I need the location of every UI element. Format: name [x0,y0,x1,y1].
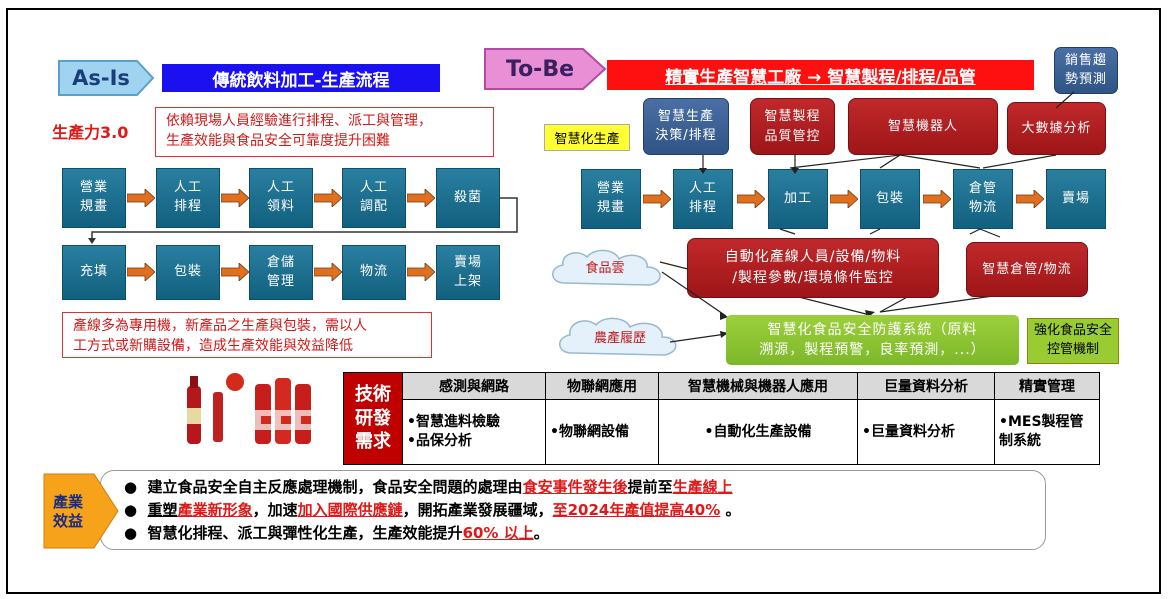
cloud-icon [552,249,661,286]
asis-label: As-Is [72,66,130,90]
arrow-icon [1016,190,1044,208]
benefit-line-3: ● 智慧化排程、派工與彈性化生產，生產效能提升60% 以上。 [124,524,549,542]
benefit-arrow [43,473,119,549]
asis-note-bottom: 產線多為專用機，新產品之生產與包裝，需以人 工方式或新購設備，造成生產效能與效益… [62,312,432,358]
bullet-icon: ● [124,524,148,542]
tech-header: 智慧機械與機器人應用 [658,372,858,400]
tech-header: 感測與網路 [402,372,546,400]
benefit-line-2: ● 重塑產業新形象，加速加入國際供應鏈，開拓產業發展疆域，至2024年產值提高4… [124,501,741,519]
benefit-line-1: ● 建立食品安全自主反應處理機制，食品安全問題的處理由食安事件發生後提前至生產線… [124,478,733,496]
arrow-icon [221,189,249,207]
tobe-arrow-label [484,48,607,90]
arrow-icon [737,190,765,208]
tobe-title: 精實生產智慧工廠 → 智慧製程/排程/品管 [607,60,1034,90]
asis-step-business-plan: 營業 規畫 [62,168,126,228]
arrow-icon [830,190,858,208]
asis-note-top: 依賴現場人員經驗進行排程、派工與管理， 生產效能與食品安全可靠度提升困難 [155,107,494,157]
smart-production-label: 智慧化生產 [544,124,630,151]
arrow-icon [314,263,342,281]
smart-quality-box: 智慧製程 品質管控 [750,98,835,155]
asis-title: 傳統飲料加工-生產流程 [162,64,440,92]
asis-step-pack: 包裝 [156,245,220,300]
productivity-label: 生產力3.0 [52,123,129,142]
tech-cell: •巨量資料分析 [857,399,995,465]
asis-step-logistics: 物流 [342,245,406,300]
arrow-icon [314,189,342,207]
tech-table: 技術 研發 需求 感測與網路 物聯網應用 智慧機械與機器人應用 巨量資料分析 精… [343,372,1100,465]
smart-robot-box: 智慧機器人 [848,98,998,155]
asis-step-manual-schedule: 人工 排程 [156,168,220,228]
tobe-step-schedule: 人工 排程 [673,169,733,229]
smart-decision-box: 智慧生產 決策/排程 [643,98,729,155]
food-cloud-label: 食品雲 [585,260,625,276]
arrow-icon [407,189,435,207]
asis-step-manual-mix: 人工 調配 [342,168,406,228]
arrow-icon [643,190,671,208]
tobe-step-store: 賣場 [1046,169,1106,229]
asis-step-warehouse: 倉儲 管理 [249,245,313,300]
arrow-icon [221,263,249,281]
asis-step-sterilize: 殺菌 [436,168,500,228]
asis-arrow-label [58,60,155,96]
cloud-icon [559,317,677,356]
arrow-icon [923,190,951,208]
arrow-icon [127,263,155,281]
cloud-connectors [661,271,728,343]
tobe-label: To-Be [505,56,575,82]
benefit-box [100,470,1046,550]
asis-step-fill: 充填 [62,245,126,300]
monitor-box: 自動化產線人員/設備/物料 /製程參數/環境條件監控 [687,238,939,298]
farm-record-label: 農產履歷 [593,330,646,346]
tech-header: 物聯網應用 [545,372,659,400]
sales-forecast-box: 銷售趨 勢預測 [1054,47,1118,94]
tech-header: 精實管理 [994,372,1100,400]
benefit-label: 產業 效益 [52,492,83,531]
tech-header: 巨量資料分析 [857,372,995,400]
smart-warehouse-box: 智慧倉管/物流 [966,242,1088,297]
bullet-icon: ● [124,501,148,519]
row-connector [88,197,518,244]
tech-cell: •智慧進料檢驗 •品保分析 [402,399,546,465]
arrow-icon [127,189,155,207]
tech-cell: •自動化生產設備 [658,399,858,465]
tobe-step-business-plan: 營業 規畫 [581,169,641,229]
bullet-icon: ● [124,478,148,496]
asis-step-shelf: 賣場 上架 [436,245,500,300]
bigdata-box: 大數據分析 [1007,102,1106,155]
frame [6,8,1161,594]
tobe-step-pack: 包裝 [860,169,920,229]
tech-cell: •物聯網設備 [545,399,659,465]
tech-label: 技術 研發 需求 [343,372,403,465]
tech-cell: •MES製程管 制系統 [994,399,1100,465]
safety-mechanism-box: 強化食品安全 控管機制 [1027,318,1119,364]
product-bottles-image [187,373,315,444]
tobe-step-warehouse: 倉管 物流 [953,169,1013,229]
food-safety-system: 智慧化食品安全防護系統（原料 溯源，製程預警，良率預測，...） [726,315,1019,365]
asis-step-manual-material: 人工 領料 [249,168,313,228]
arrow-icon [407,263,435,281]
